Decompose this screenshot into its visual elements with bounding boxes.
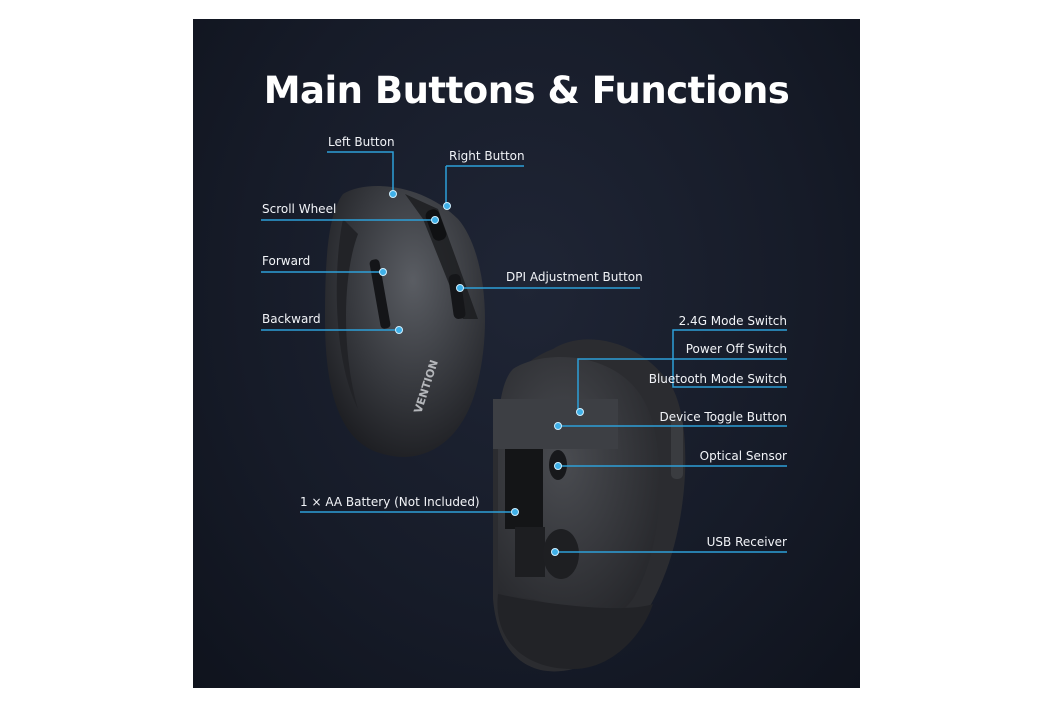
label-left-button: Left Button xyxy=(328,135,395,149)
mouse-bottom-view xyxy=(493,339,686,672)
product-diagram-panel: Main Buttons & Functions VENTION xyxy=(193,19,860,688)
label-usb-receiver: USB Receiver xyxy=(706,535,787,549)
mouse-top-view: VENTION xyxy=(325,186,485,457)
mouse-illustration: VENTION xyxy=(261,151,787,672)
callout-dots xyxy=(379,190,584,556)
label-dpi-button: DPI Adjustment Button xyxy=(506,270,643,284)
callout-lines xyxy=(261,151,787,553)
label-scroll-wheel: Scroll Wheel xyxy=(262,202,337,216)
label-backward: Backward xyxy=(262,312,321,326)
label-24g-mode-switch: 2.4G Mode Switch xyxy=(678,314,787,328)
label-power-off-switch: Power Off Switch xyxy=(685,342,787,356)
label-optical-sensor: Optical Sensor xyxy=(699,449,787,463)
label-right-button: Right Button xyxy=(449,149,525,163)
label-battery: 1 × AA Battery (Not Included) xyxy=(300,495,480,509)
page-title: Main Buttons & Functions xyxy=(263,69,790,112)
label-bluetooth-mode-switch: Bluetooth Mode Switch xyxy=(648,372,787,386)
label-forward: Forward xyxy=(262,254,311,268)
label-device-toggle-button: Device Toggle Button xyxy=(659,410,787,424)
